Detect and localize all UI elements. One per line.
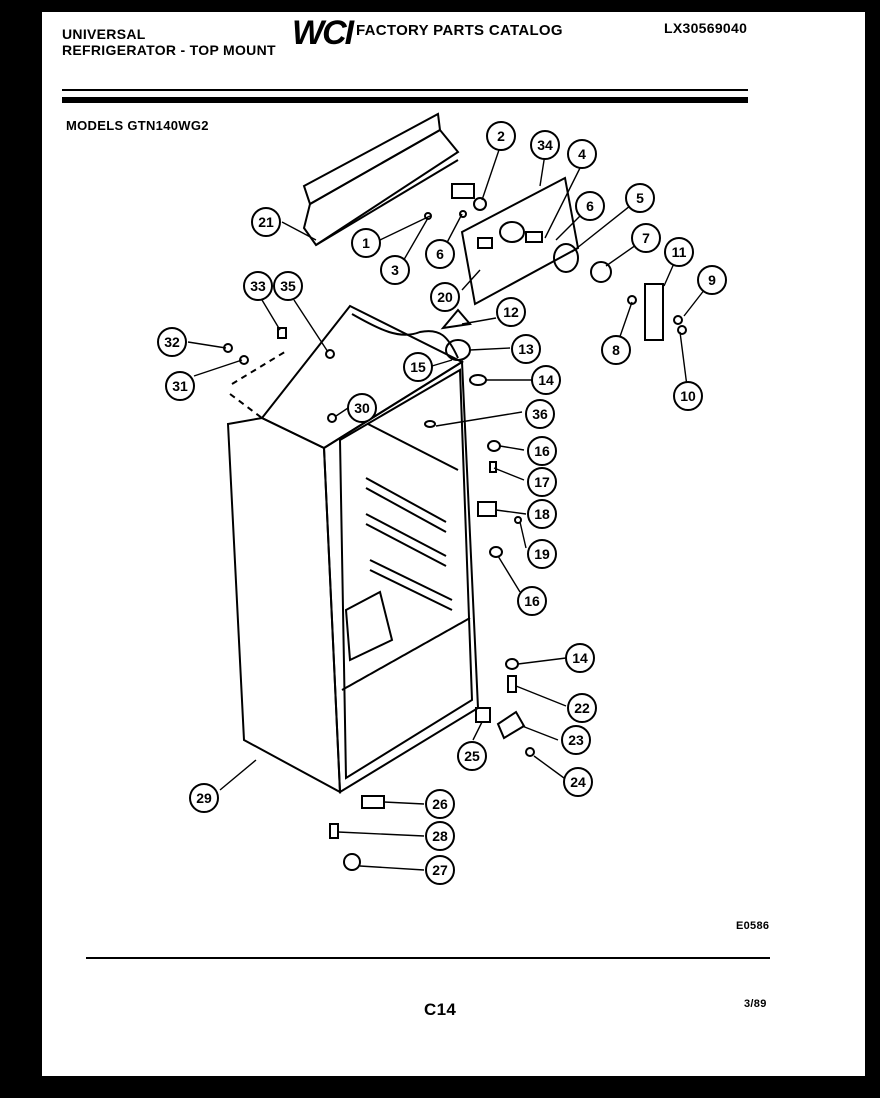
- svg-text:32: 32: [164, 334, 180, 350]
- svg-text:18: 18: [534, 506, 550, 522]
- svg-text:33: 33: [250, 278, 266, 294]
- callout-21: 21: [251, 207, 281, 237]
- callout-6a: 6: [425, 239, 455, 269]
- svg-text:1: 1: [362, 235, 370, 251]
- svg-text:17: 17: [534, 474, 550, 490]
- parts-catalog-page: [42, 12, 865, 1076]
- callout-14a: 14: [531, 365, 561, 395]
- svg-text:6: 6: [586, 198, 594, 214]
- header-rule: [62, 89, 748, 103]
- brand-line-2: REFRIGERATOR - TOP MOUNT: [62, 42, 276, 58]
- callout-28: 28: [425, 821, 455, 851]
- svg-text:5: 5: [636, 190, 644, 206]
- callout-18: 18: [527, 499, 557, 529]
- callout-3: 3: [380, 255, 410, 285]
- svg-text:11: 11: [672, 244, 687, 260]
- callout-24: 24: [563, 767, 593, 797]
- callout-35: 35: [273, 271, 303, 301]
- callout-16a: 16: [527, 436, 557, 466]
- svg-text:26: 26: [432, 796, 448, 812]
- callout-32: 32: [157, 327, 187, 357]
- svg-text:16: 16: [524, 593, 540, 609]
- control-panel: [460, 176, 580, 306]
- svg-text:24: 24: [570, 774, 586, 790]
- catalog-number: LX30569040: [664, 20, 748, 36]
- callout-25: 25: [457, 741, 487, 771]
- callout-7: 7: [631, 223, 661, 253]
- svg-text:14: 14: [538, 372, 554, 388]
- callout-23: 23: [561, 725, 591, 755]
- callout-29: 29: [189, 783, 219, 813]
- brand-line-1: UNIVERSAL: [62, 26, 146, 42]
- callout-31: 31: [165, 371, 195, 401]
- callout-16b: 16: [517, 586, 547, 616]
- svg-text:27: 27: [432, 862, 448, 878]
- svg-text:8: 8: [612, 342, 620, 358]
- callout-17: 17: [527, 467, 557, 497]
- svg-text:35: 35: [280, 278, 296, 294]
- callout-27: 27: [425, 855, 455, 885]
- top-trim-panel: [302, 112, 460, 247]
- refrigerator-cabinet: [226, 304, 480, 794]
- callout-19: 19: [527, 539, 557, 569]
- callout-15: 15: [403, 352, 433, 382]
- svg-text:22: 22: [574, 700, 590, 716]
- callout-6b: 6: [575, 191, 605, 221]
- svg-text:28: 28: [432, 828, 448, 844]
- svg-text:20: 20: [437, 289, 453, 305]
- svg-text:34: 34: [537, 137, 553, 153]
- callout-13: 13: [511, 334, 541, 364]
- page-label: C14: [424, 1000, 457, 1019]
- svg-text:21: 21: [258, 214, 274, 230]
- svg-text:36: 36: [532, 406, 548, 422]
- callout-9: 9: [697, 265, 727, 295]
- callout-10: 10: [673, 381, 703, 411]
- callout-30: 30: [347, 393, 377, 423]
- callout-4: 4: [567, 139, 597, 169]
- svg-text:29: 29: [196, 790, 212, 806]
- svg-text:10: 10: [680, 388, 696, 404]
- callout-11: 11: [664, 237, 694, 267]
- callout-12: 12: [496, 297, 526, 327]
- callout-1: 1: [351, 228, 381, 258]
- callout-2: 2: [486, 121, 516, 151]
- svg-text:15: 15: [410, 359, 426, 375]
- svg-text:7: 7: [642, 230, 650, 246]
- svg-text:14: 14: [572, 650, 588, 666]
- svg-text:16: 16: [534, 443, 550, 459]
- svg-text:4: 4: [578, 146, 586, 162]
- callout-22: 22: [567, 693, 597, 723]
- svg-text:6: 6: [436, 246, 444, 262]
- svg-text:23: 23: [568, 732, 584, 748]
- svg-text:13: 13: [518, 341, 534, 357]
- svg-text:2: 2: [497, 128, 505, 144]
- catalog-title: FACTORY PARTS CATALOG: [356, 22, 563, 39]
- svg-text:9: 9: [708, 272, 716, 288]
- callout-33: 33: [243, 271, 273, 301]
- svg-text:30: 30: [354, 400, 370, 416]
- callout-8: 8: [601, 335, 631, 365]
- svg-text:12: 12: [503, 304, 519, 320]
- callout-34: 34: [530, 130, 560, 160]
- models-label: MODELS GTN140WG2: [66, 118, 209, 133]
- callout-36: 36: [525, 399, 555, 429]
- callout-20: 20: [430, 282, 460, 312]
- callout-26: 26: [425, 789, 455, 819]
- svg-text:25: 25: [464, 748, 480, 764]
- print-date: 3/89: [744, 998, 767, 1010]
- callout-5: 5: [625, 183, 655, 213]
- drawing-code: E0586: [736, 920, 770, 932]
- callout-14b: 14: [565, 643, 595, 673]
- svg-text:3: 3: [391, 262, 399, 278]
- svg-text:31: 31: [172, 378, 188, 394]
- wci-logo: WCI: [292, 14, 354, 52]
- svg-text:19: 19: [534, 546, 550, 562]
